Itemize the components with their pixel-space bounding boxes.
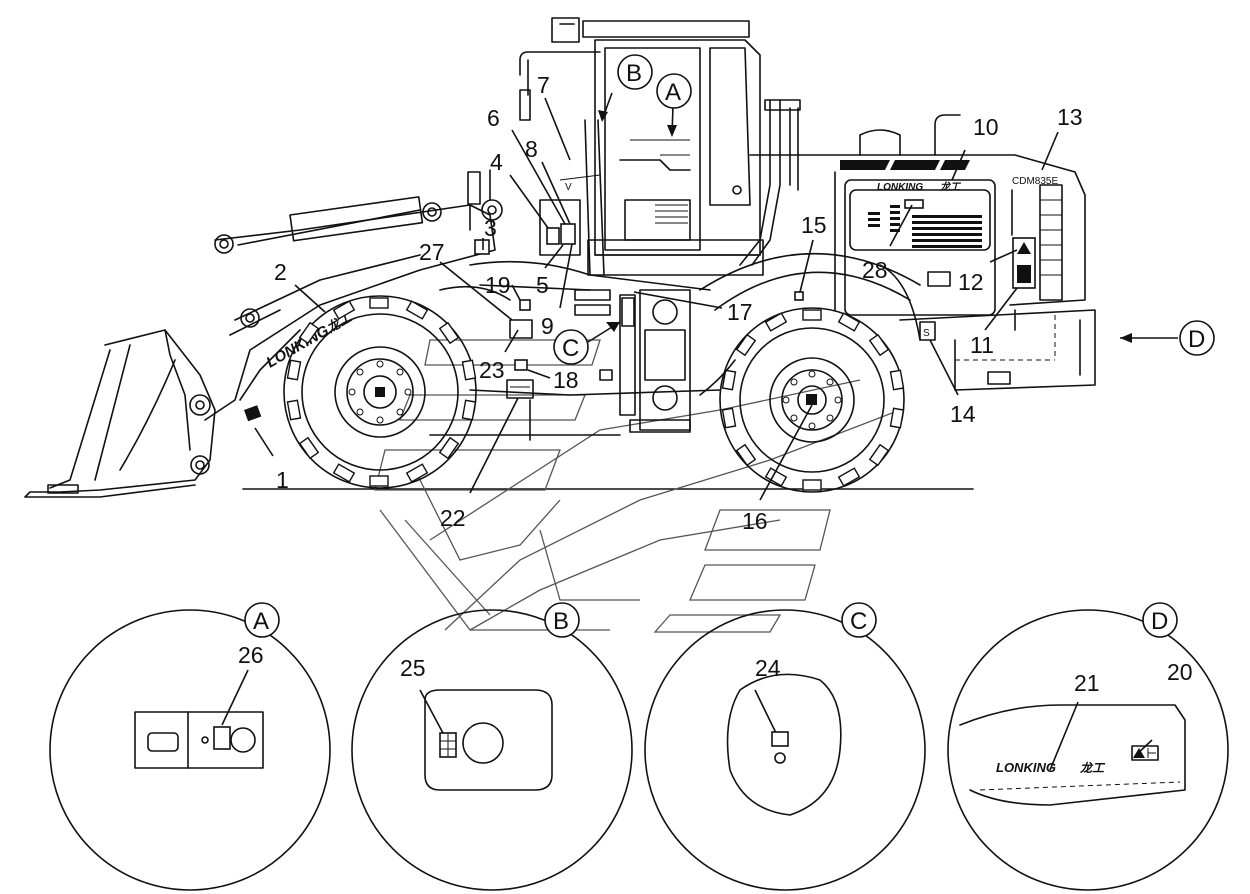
view-markers: B A C D [553, 54, 1215, 365]
rear-grille [1040, 199, 1062, 276]
callout-15: 15 [801, 212, 827, 238]
callout-5: 5 [536, 272, 549, 298]
marker-c: C [562, 335, 579, 362]
hood-brand-cn: 龙工 [939, 181, 962, 193]
detail-c-callout: 24 [755, 655, 781, 681]
callout-18: 18 [553, 367, 579, 393]
callout-6: 6 [487, 105, 500, 131]
grille-slots [868, 205, 982, 248]
leader-lines [221, 92, 1178, 771]
callout-9: 9 [541, 313, 554, 339]
front-wheel [283, 295, 477, 489]
front-tread [286, 297, 477, 487]
callout-22: 22 [440, 505, 466, 531]
engine-hood: LONKING 龙工 CDM835E S [749, 114, 1096, 391]
detail-b-letter: B [553, 608, 569, 635]
background-watermark [374, 339, 901, 633]
callout-10: 10 [973, 114, 999, 140]
detail-d-callout-21: 21 [1074, 670, 1100, 696]
callout-19: 19 [485, 272, 511, 298]
svg-text:S: S [923, 328, 930, 339]
svg-text:V: V [565, 182, 572, 193]
callout-1: 1 [276, 467, 289, 493]
handrail [739, 99, 801, 266]
front-hub-bolts [348, 360, 412, 424]
detail-d: D LONKING 龙工 21 20 [947, 602, 1229, 891]
callout-2: 2 [274, 259, 287, 285]
callout-16: 16 [742, 508, 768, 534]
detail-c: C 24 [644, 602, 926, 891]
detail-d-callout-20: 20 [1167, 659, 1193, 685]
callout-7: 7 [537, 72, 550, 98]
callout-11: 11 [970, 332, 994, 358]
model-plate: CDM835E [1012, 176, 1058, 187]
detail-b-callout: 25 [400, 655, 426, 681]
callout-12: 12 [958, 269, 984, 295]
callout-17: 17 [727, 299, 753, 325]
detail-a: A 26 [49, 602, 331, 891]
detail-d-brand: LONKING [996, 760, 1056, 775]
callout-3: 3 [484, 215, 497, 241]
rear-tread [721, 309, 905, 491]
callout-13: 13 [1057, 104, 1083, 130]
callout-4: 4 [490, 149, 503, 175]
callout-27: 27 [419, 239, 445, 265]
hood-brand: LONKING [877, 182, 923, 193]
detail-d-letter: D [1151, 608, 1168, 635]
marker-b: B [626, 60, 642, 87]
marker-a: A [665, 79, 681, 106]
detail-b: B 25 [351, 602, 633, 891]
detail-a-letter: A [253, 608, 269, 635]
rear-hub-bolts [782, 370, 842, 430]
detail-a-callout: 26 [238, 642, 264, 668]
detail-c-letter: C [850, 608, 867, 635]
callout-23: 23 [479, 357, 505, 383]
callout-8: 8 [525, 136, 538, 162]
detail-d-brand-cn: 龙工 [1079, 761, 1106, 775]
rear-wheel [699, 252, 921, 493]
marker-d: D [1188, 326, 1205, 353]
callout-labels: 1 2 3 4 5 6 7 8 9 10 11 12 13 14 15 16 1… [274, 72, 1083, 534]
callout-28: 28 [862, 257, 888, 283]
chassis [429, 199, 804, 441]
callout-14: 14 [950, 401, 976, 427]
